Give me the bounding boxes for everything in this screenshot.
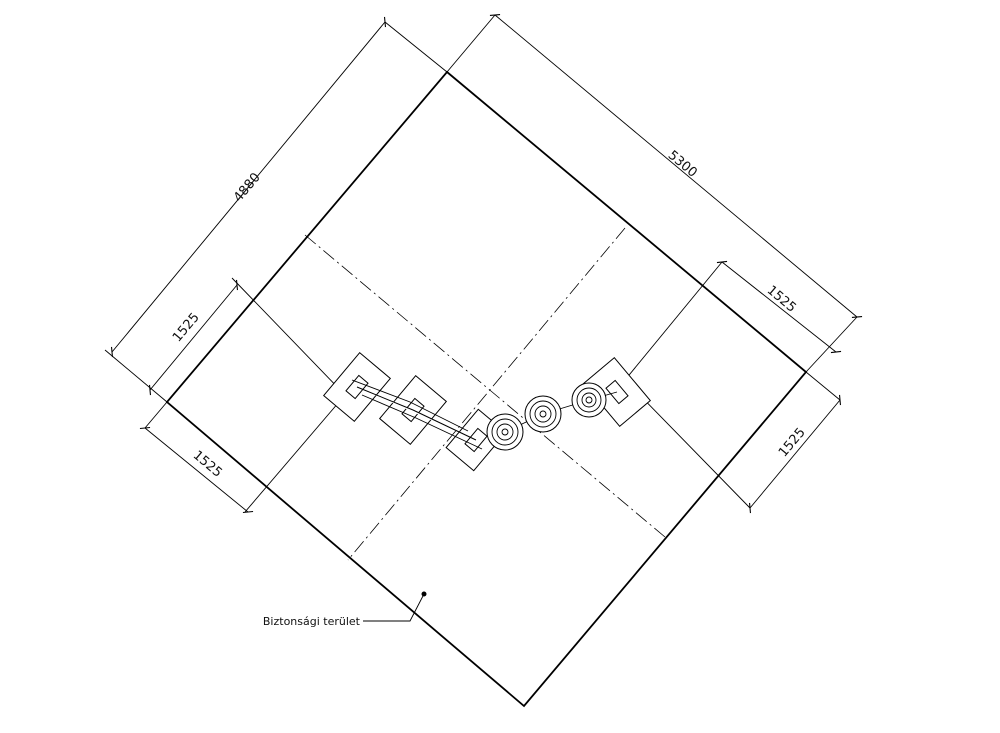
dim-clearance-right-bottom: 1525 bbox=[776, 425, 809, 460]
dim-overall-width: 4880 bbox=[231, 170, 264, 205]
disc-3 bbox=[571, 382, 607, 418]
safety-area-label: Biztonsági terület bbox=[263, 615, 361, 628]
dim-clearance-left-bottom: 1525 bbox=[190, 448, 225, 481]
disc-1 bbox=[486, 413, 524, 451]
dim-clearance-left-top: 1525 bbox=[170, 310, 203, 345]
safety-area-boundary bbox=[165, 70, 808, 708]
safety-area-leader bbox=[363, 591, 427, 622]
dim-overall-length: 5300 bbox=[665, 148, 700, 181]
equipment bbox=[322, 351, 652, 472]
dimension-lines bbox=[110, 14, 863, 514]
disc-2 bbox=[524, 395, 562, 433]
